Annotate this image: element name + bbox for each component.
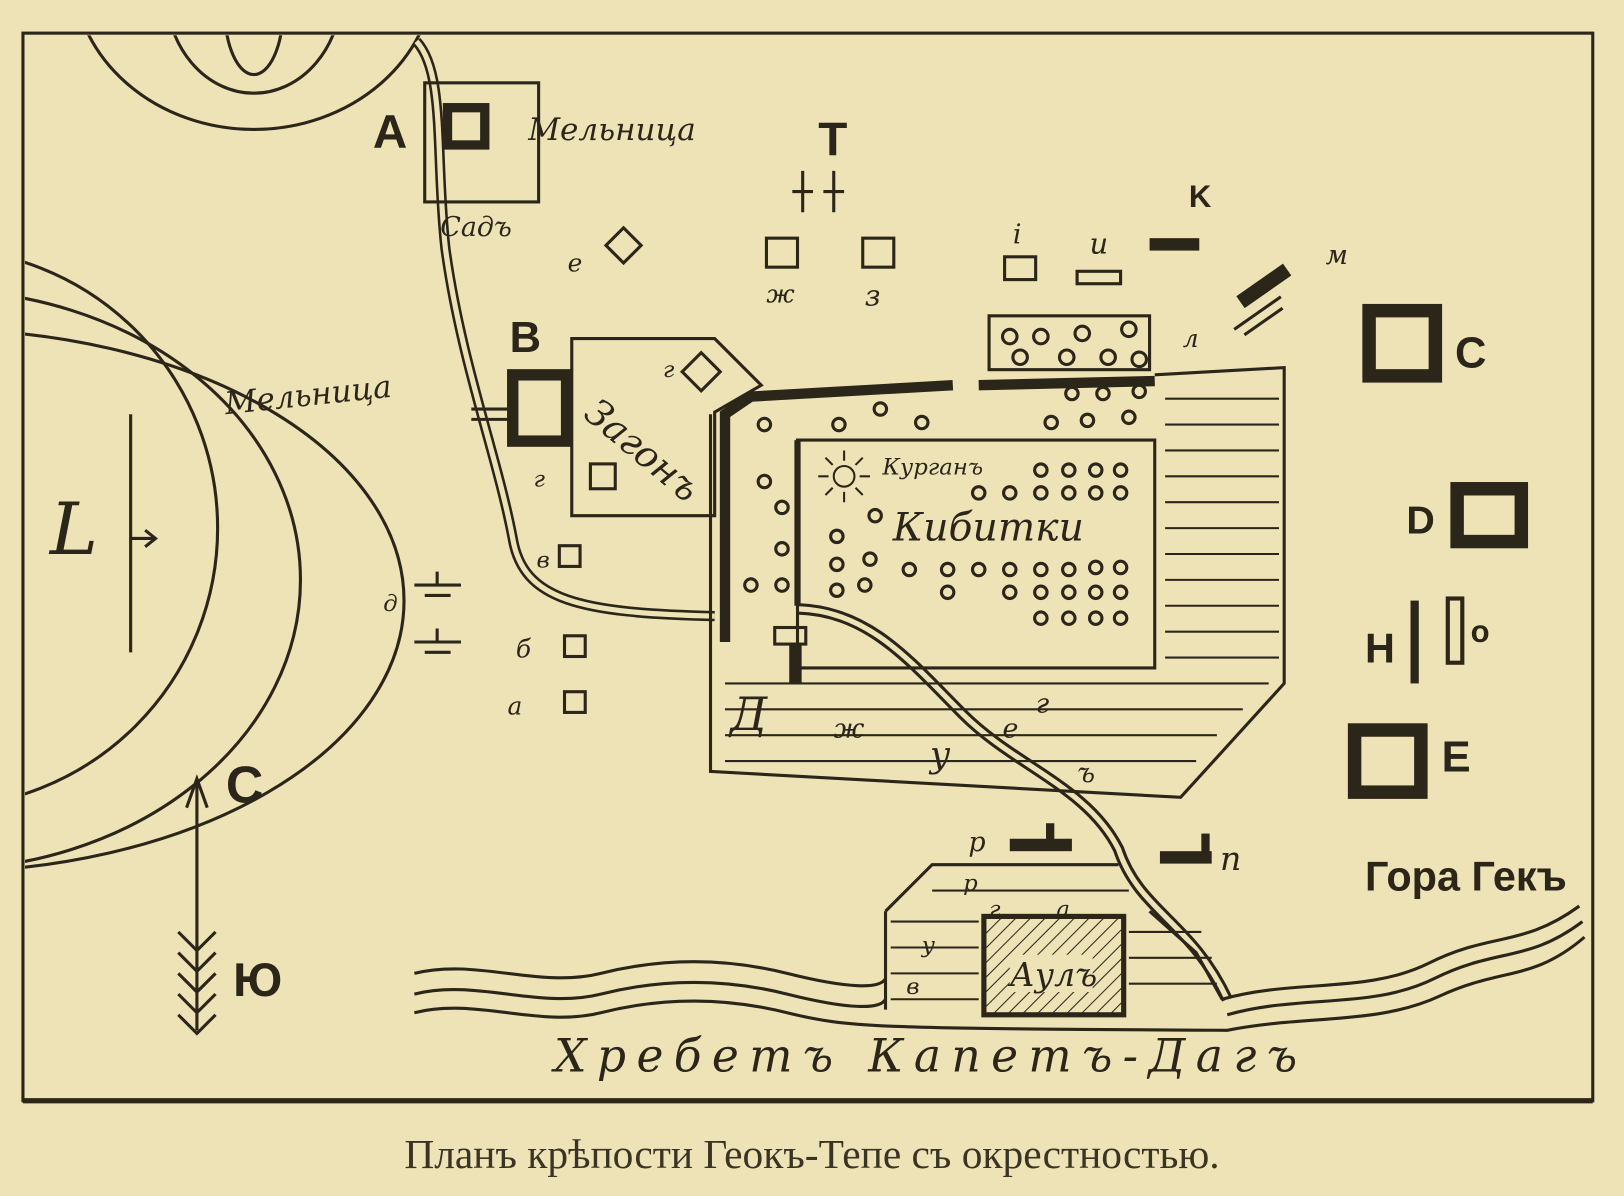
label-K: K	[1189, 179, 1212, 214]
wall-letter-5: ъ	[1077, 758, 1095, 789]
map-caption: Планъ крѣпости Геокъ-Тепе съ окрестность…	[404, 1131, 1219, 1177]
label-e: е	[568, 248, 583, 277]
aul-letter-1: г	[989, 896, 1001, 922]
fort-c	[1362, 303, 1443, 383]
label-b: б	[516, 635, 532, 664]
label-T: T	[818, 113, 847, 166]
wall-letter-3: е	[1003, 713, 1019, 744]
north-arrow-icon	[177, 774, 217, 1036]
aul-letter-2: а	[1056, 896, 1070, 922]
label-mound: Курганъ	[881, 454, 983, 480]
mill-b-building	[507, 369, 573, 447]
aul-letter-3: р	[963, 871, 978, 897]
label-mill-2: Мельница	[222, 369, 393, 422]
wall-letter-4: г	[1036, 688, 1050, 719]
label-i: i	[1013, 219, 1022, 250]
pen-enclosure	[570, 337, 764, 518]
label-zh: ж	[766, 279, 794, 308]
label-pen: Загонъ	[576, 389, 709, 510]
wall-letter-2: у	[928, 734, 951, 775]
map-frame	[21, 31, 1595, 1103]
fortress: Курганъ Кибитки Д ж у е г ъ	[708, 365, 1286, 799]
label-a: а	[508, 691, 523, 720]
label-z: з	[865, 278, 881, 312]
fort-e	[1347, 723, 1428, 799]
label-garden: Садъ	[440, 212, 512, 243]
houses-top	[1000, 320, 1149, 369]
label-B: B	[510, 314, 541, 362]
river	[412, 37, 1233, 1002]
label-l: л	[1183, 324, 1199, 353]
label-v: в	[537, 547, 550, 573]
label-p: п	[1220, 839, 1241, 878]
label-O: о	[1471, 614, 1490, 649]
contour-lines	[25, 35, 421, 869]
label-mill-1: Мельница	[527, 112, 695, 148]
label-E: E	[1442, 733, 1471, 781]
label-g2: г	[533, 467, 545, 493]
mound-icon	[818, 450, 870, 503]
label-r: р	[968, 827, 985, 858]
label-D: D	[1406, 498, 1434, 542]
mountain-ridge	[413, 904, 1586, 1032]
label-aul: Аулъ	[1008, 955, 1097, 994]
label-ridge: Хребетъ Капетъ-Дагъ	[551, 1030, 1307, 1083]
wall-letter-1: ж	[834, 713, 865, 744]
label-D-big: Д	[728, 688, 768, 741]
label-i2: и	[1090, 227, 1109, 261]
aul-letter-5: в	[906, 974, 919, 1000]
label-d: д	[383, 591, 397, 617]
label-tents: Кибитки	[892, 505, 1084, 551]
garden	[423, 81, 541, 204]
kibitki-tents	[743, 383, 1147, 626]
label-mount: Гора Гекъ	[1365, 854, 1567, 900]
label-L: L	[48, 488, 98, 572]
aul-area: Аулъ г а р у в	[883, 863, 1224, 1018]
aul-letter-4: у	[921, 933, 936, 959]
label-C: C	[1455, 330, 1486, 378]
label-north: С	[226, 756, 263, 814]
label-south: Ю	[233, 954, 282, 1007]
fort-d	[1450, 482, 1529, 549]
label-g1: г	[663, 357, 675, 383]
label-m: м	[1326, 240, 1348, 271]
label-H: Н	[1365, 626, 1395, 672]
mill-a-building	[442, 103, 490, 150]
label-A: A	[373, 106, 407, 159]
